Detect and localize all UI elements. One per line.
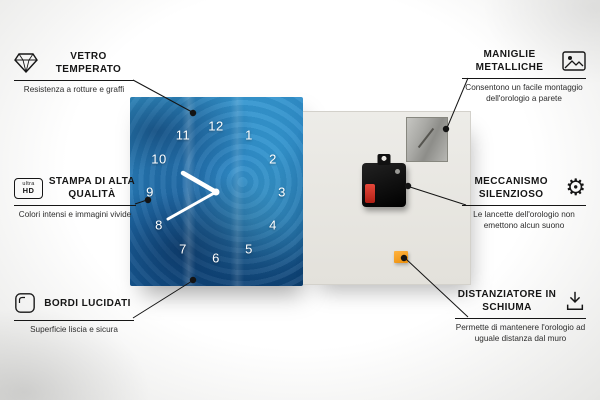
- callout-head: BORDI LUCIDATI: [14, 288, 134, 318]
- clock-hands: [166, 170, 220, 221]
- arrow-down-spacer-icon: [564, 290, 586, 312]
- clock-number: 1: [245, 127, 253, 143]
- callout-desc: Le lancette dell'orologio non emettono a…: [473, 210, 575, 230]
- callout-title: VETRO TEMPERATO: [55, 51, 122, 75]
- picture-frame-icon: [562, 51, 586, 71]
- callout-head: ultra HD STAMPA DI ALTA QUALITÀ: [14, 173, 136, 203]
- ultra-hd-icon: ultra HD: [14, 177, 43, 199]
- callout-head: VETRO TEMPERATO: [14, 48, 134, 78]
- callout-title: BORDI LUCIDATI: [44, 297, 131, 309]
- clock-number: 11: [175, 127, 191, 143]
- divider: [14, 320, 134, 321]
- callout-head: MECCANISMO SILENZIOSO ⚙: [462, 173, 586, 203]
- callout-desc: Resistenza a rotture e graffi: [23, 85, 125, 94]
- clock-number: 12: [208, 118, 224, 134]
- callout-title: DISTANZIATORE IN SCHIUMA: [457, 289, 557, 313]
- callout-maniglie-metalliche: MANIGLIE METALLICHE Consentono un facile…: [462, 46, 586, 104]
- clock-number: 7: [179, 241, 187, 257]
- clock-number: 10: [151, 151, 167, 167]
- mechanism-screw: [395, 169, 400, 174]
- clock-front-panel: 12 1 2 3 4 5 6 7 8 9 10 11: [130, 97, 303, 286]
- divider: [462, 205, 586, 206]
- diamond-icon: [14, 53, 38, 73]
- metal-hanger-plate: [406, 117, 448, 162]
- callout-meccanismo-silenzioso: MECCANISMO SILENZIOSO ⚙ Le lancette dell…: [462, 173, 586, 231]
- clock-number: 5: [245, 241, 253, 257]
- clock-number: 6: [212, 250, 220, 266]
- callout-title: STAMPA DI ALTA QUALITÀ: [48, 176, 136, 200]
- clock-number: 3: [278, 184, 286, 200]
- clock-mechanism: [362, 163, 406, 207]
- callout-stampa-alta-qualita: ultra HD STAMPA DI ALTA QUALITÀ Colori i…: [14, 173, 136, 221]
- callout-desc: Superficie liscia e sicura: [30, 325, 118, 334]
- callout-desc: Colori intensi e immagini vivide: [18, 210, 132, 219]
- gear-icon: ⚙: [565, 174, 586, 201]
- clock-number: 9: [146, 184, 154, 200]
- battery: [365, 184, 375, 203]
- callout-title: MANIGLIE METALLICHE: [475, 49, 544, 73]
- divider: [14, 80, 134, 81]
- callout-title: MECCANISMO SILENZIOSO: [474, 176, 548, 200]
- callout-desc: Permette di mantenere l'orologio ad ugua…: [455, 323, 586, 343]
- polished-edge-icon: [14, 292, 36, 314]
- callout-bordi-lucidati: BORDI LUCIDATI Superficie liscia e sicur…: [14, 288, 134, 336]
- divider: [14, 205, 136, 206]
- divider: [462, 78, 586, 79]
- foam-spacer: [394, 251, 408, 263]
- clock-number: 4: [269, 217, 277, 233]
- callout-vetro-temperato: VETRO TEMPERATO Resistenza a rotture e g…: [14, 48, 134, 96]
- divider: [455, 318, 586, 319]
- callout-distanziatore-schiuma: DISTANZIATORE IN SCHIUMA Permette di man…: [455, 286, 586, 344]
- callout-head: MANIGLIE METALLICHE: [462, 46, 586, 76]
- clock-number: 8: [155, 217, 163, 233]
- callout-desc: Consentono un facile montaggio dell'orol…: [465, 83, 583, 103]
- callout-head: DISTANZIATORE IN SCHIUMA: [455, 286, 586, 316]
- clock-number: 2: [269, 151, 277, 167]
